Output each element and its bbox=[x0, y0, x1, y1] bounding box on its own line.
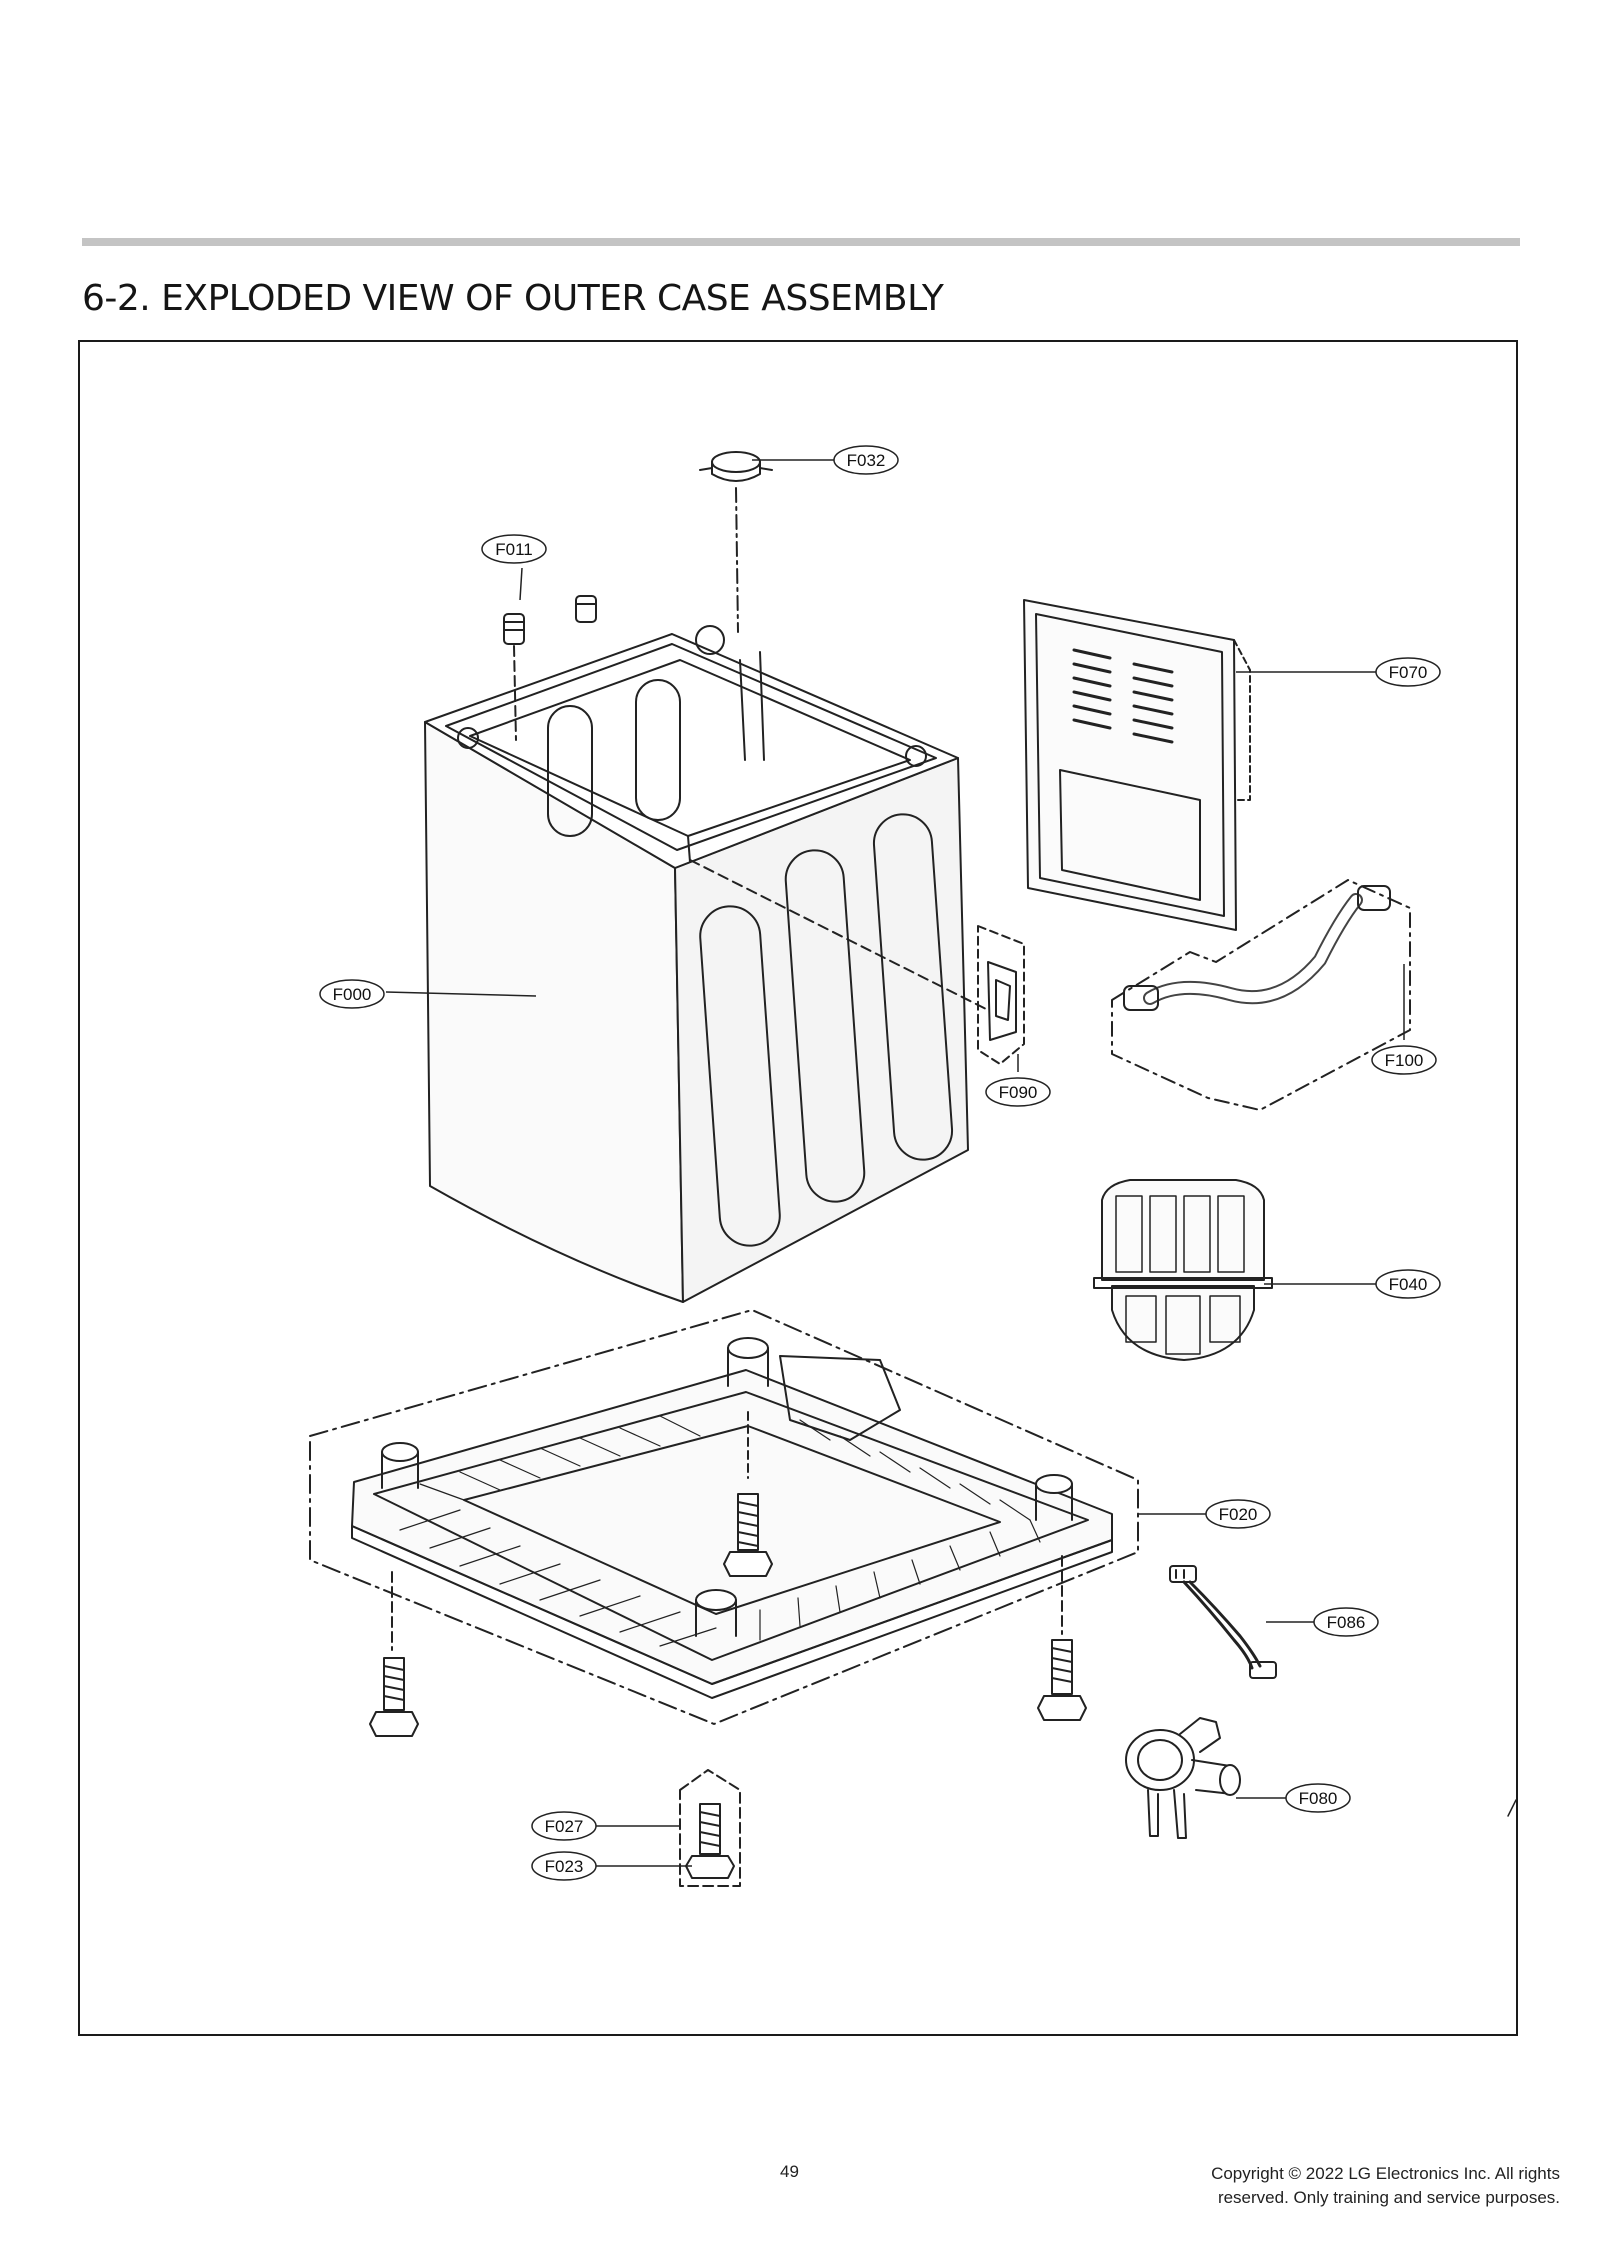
callout-f032-label: F032 bbox=[847, 451, 886, 470]
callout-f000: F000 bbox=[319, 979, 385, 1009]
drain-pump-part bbox=[1125, 1717, 1241, 1839]
callout-f100: F100 bbox=[1371, 1045, 1437, 1075]
copyright-line-2: reserved. Only training and service purp… bbox=[1217, 2188, 1560, 2207]
diagram-frame bbox=[78, 340, 1518, 2036]
part-callouts: F032 F011 F070 F000 F100 F090 F040 F020 bbox=[319, 445, 1441, 1881]
page-title: 6-2. EXPLODED VIEW OF OUTER CASE ASSEMBL… bbox=[82, 278, 944, 319]
hose-bracket-part bbox=[977, 925, 1025, 1065]
callout-f086: F086 bbox=[1313, 1607, 1379, 1637]
stray-mark bbox=[1507, 1799, 1517, 1817]
callout-f090-label: F090 bbox=[999, 1083, 1038, 1102]
page-number: 49 bbox=[780, 2162, 799, 2181]
callout-f011-label: F011 bbox=[495, 540, 533, 559]
callout-f027: F027 bbox=[531, 1811, 597, 1841]
callout-f100-label: F100 bbox=[1385, 1051, 1424, 1070]
callout-f086-label: F086 bbox=[1327, 1613, 1366, 1632]
callout-f027-label: F027 bbox=[545, 1817, 584, 1836]
callout-f040: F040 bbox=[1375, 1269, 1441, 1299]
copyright-notice: Copyright © 2022 LG Electronics Inc. All… bbox=[1211, 2162, 1560, 2210]
callout-f090: F090 bbox=[985, 1077, 1051, 1107]
callout-f023-label: F023 bbox=[545, 1857, 584, 1876]
callout-f070: F070 bbox=[1375, 657, 1441, 687]
rear-panel-part bbox=[1023, 599, 1251, 931]
bushings-part bbox=[503, 595, 597, 741]
base-frame-part bbox=[309, 1309, 1139, 1725]
header-rule bbox=[82, 238, 1520, 246]
wire-harness-part bbox=[1169, 1565, 1277, 1679]
drain-hose-part bbox=[1111, 879, 1411, 1111]
outer-cabinet-part bbox=[424, 625, 989, 1303]
callout-f080-label: F080 bbox=[1299, 1789, 1338, 1808]
leveling-feet-part bbox=[369, 1493, 1087, 1887]
clamp-part bbox=[699, 451, 773, 633]
leader-lines bbox=[385, 459, 1405, 1867]
callout-f020-label: F020 bbox=[1219, 1505, 1258, 1524]
filter-cover-part bbox=[1093, 1179, 1273, 1361]
callout-f023: F023 bbox=[531, 1851, 597, 1881]
copyright-line-1: Copyright © 2022 LG Electronics Inc. All… bbox=[1211, 2164, 1560, 2183]
callout-f020: F020 bbox=[1205, 1499, 1271, 1529]
callout-f040-label: F040 bbox=[1389, 1275, 1428, 1294]
callout-f080: F080 bbox=[1285, 1783, 1351, 1813]
callout-f032: F032 bbox=[833, 445, 899, 475]
callout-f000-label: F000 bbox=[333, 985, 372, 1004]
callout-f070-label: F070 bbox=[1389, 663, 1428, 682]
callout-f011: F011 bbox=[481, 534, 547, 564]
